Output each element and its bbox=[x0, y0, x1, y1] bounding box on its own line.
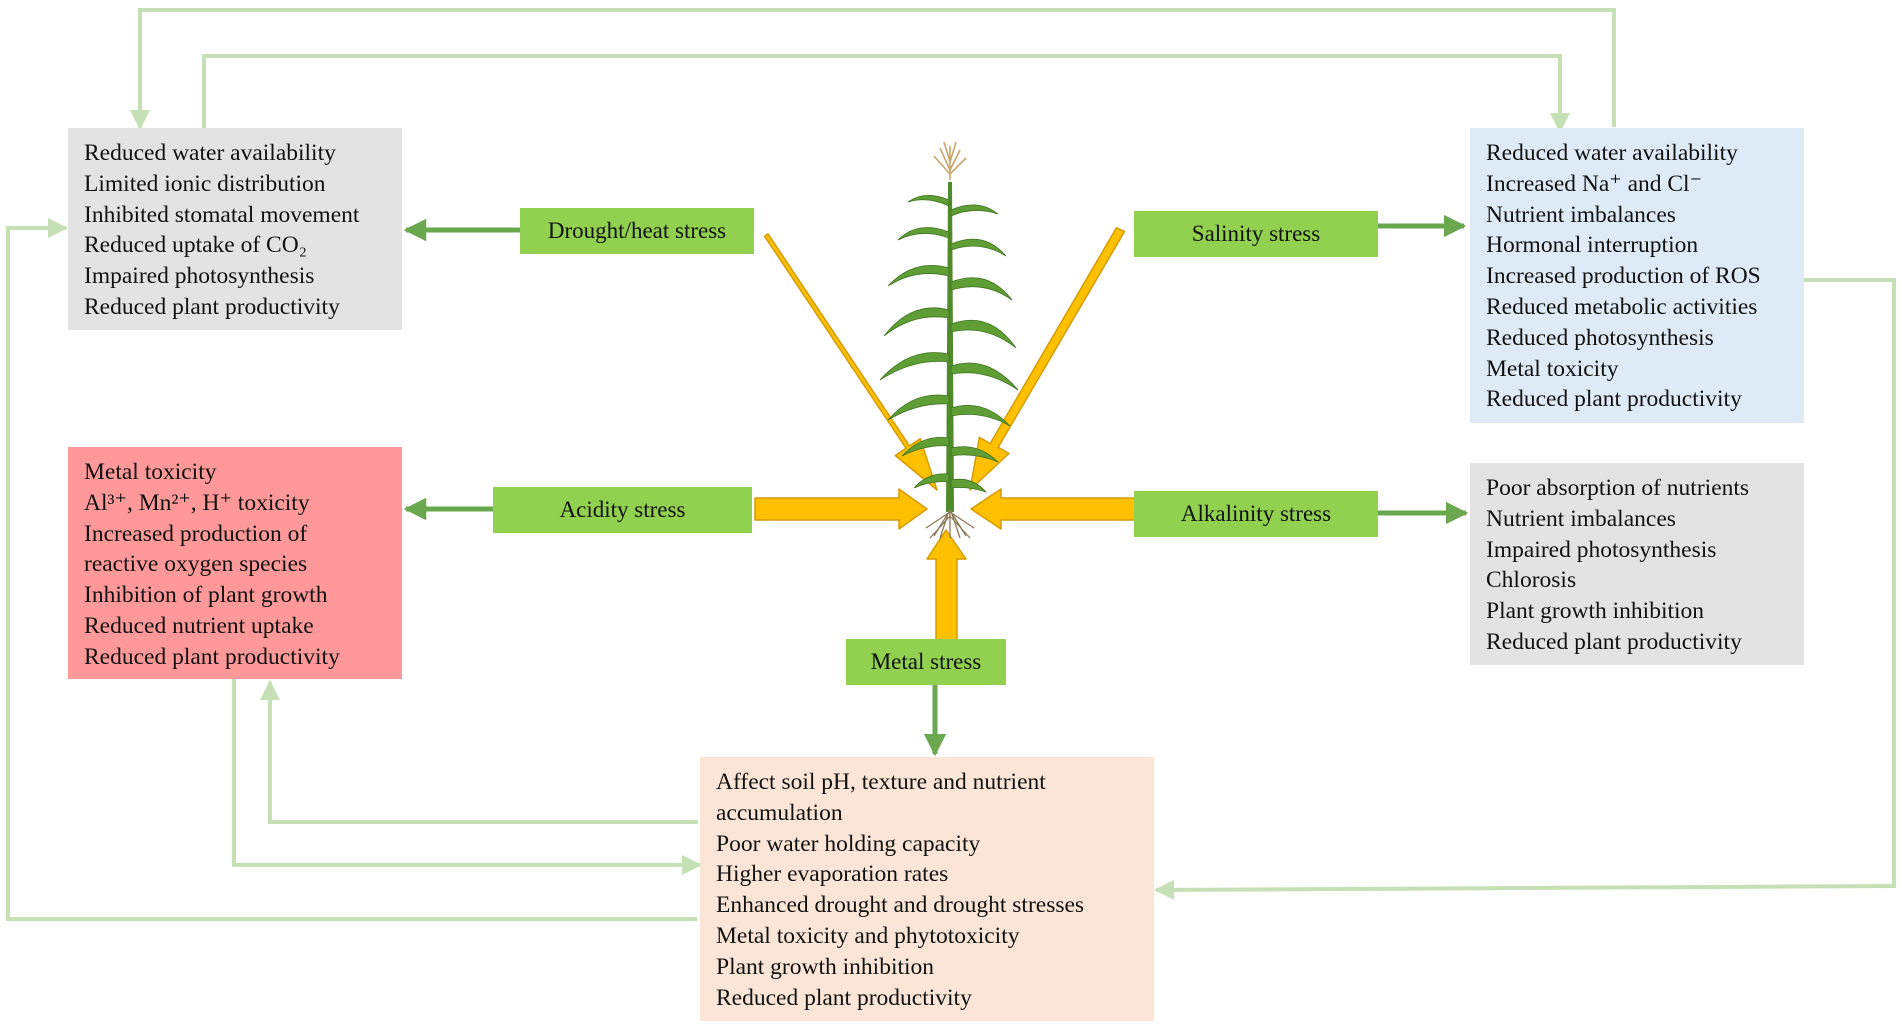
feedback-salinity-to-metal-box bbox=[1154, 278, 1896, 900]
feedback-loop-top-outer bbox=[130, 8, 1616, 130]
metal-stress-label: Metal stress bbox=[846, 639, 1006, 685]
effect-line: Reduced water availability bbox=[84, 140, 336, 166]
effect-line: Metal toxicity bbox=[84, 459, 217, 485]
effect-line: Reduced photosynthesis bbox=[1486, 324, 1714, 351]
effect-line: Nutrient imbalances bbox=[1486, 201, 1676, 228]
effect-line: Chlorosis bbox=[1486, 567, 1577, 594]
effect-line: Increased production of reactive oxygen … bbox=[84, 520, 308, 578]
feedback-acidity-to-metal-box bbox=[232, 679, 702, 875]
effect-line: Reduced plant productivity bbox=[716, 984, 972, 1011]
alkalinity-stress-label: Alkalinity stress bbox=[1134, 491, 1378, 537]
effect-line: Metal toxicity and phytotoxicity bbox=[716, 922, 1020, 949]
effect-line: Impaired photosynthesis bbox=[1486, 536, 1717, 563]
effect-line: Poor absorption of nutrients bbox=[1486, 475, 1750, 501]
big-arrow-alkalinity bbox=[970, 488, 1137, 530]
acidity-stress-label: Acidity stress bbox=[493, 487, 752, 533]
maize-plant-icon bbox=[879, 141, 1019, 539]
effect-line: Enhanced drought and drought stresses bbox=[716, 892, 1085, 919]
metal-effects-box: Affect soil pH, texture and nutrient acc… bbox=[700, 757, 1154, 1021]
effect-line: Increased production of ROS bbox=[1486, 263, 1761, 290]
effect-line: Al³⁺, Mn²⁺, H⁺ toxicity bbox=[84, 489, 310, 516]
acidity-effects-box: Metal toxicity Al³⁺, Mn²⁺, H⁺ toxicity I… bbox=[68, 447, 402, 679]
effect-line: Reduced metabolic activities bbox=[1486, 293, 1758, 320]
big-arrow-drought bbox=[763, 233, 938, 491]
effect-line: Reduced uptake of CO₂ bbox=[84, 232, 307, 259]
effect-line: Reduced water availability bbox=[1486, 140, 1738, 166]
effect-line: Reduced plant productivity bbox=[84, 643, 340, 670]
effect-line: Inhibition of plant growth bbox=[84, 582, 328, 609]
effect-line: Plant growth inhibition bbox=[1486, 598, 1705, 625]
effect-line: Inhibited stomatal movement bbox=[84, 201, 360, 228]
effect-line: Impaired photosynthesis bbox=[84, 263, 315, 290]
drought-stress-label: Drought/heat stress bbox=[520, 208, 754, 254]
salinity-effects-box: Reduced water availability Increased Na⁺… bbox=[1470, 128, 1804, 423]
big-arrow-acidity bbox=[754, 488, 928, 530]
effect-line: Poor water holding capacity bbox=[716, 830, 981, 857]
effect-line: Hormonal interruption bbox=[1486, 232, 1699, 259]
feedback-loop-top-inner bbox=[202, 54, 1570, 133]
effect-line: Limited ionic distribution bbox=[84, 170, 326, 197]
feedback-metal-box-to-drought bbox=[6, 218, 697, 921]
effect-line: Plant growth inhibition bbox=[716, 953, 935, 980]
big-arrow-metal bbox=[926, 529, 967, 645]
effect-line: Reduced plant productivity bbox=[1486, 386, 1742, 413]
effect-line: Nutrient imbalances bbox=[1486, 505, 1676, 532]
drought-effects-box: Reduced water availability Limited ionic… bbox=[68, 128, 402, 330]
effect-line: Increased Na⁺ and Cl⁻ bbox=[1486, 170, 1702, 197]
effect-line: Reduced nutrient uptake bbox=[84, 612, 314, 639]
effect-line: Higher evaporation rates bbox=[716, 861, 949, 888]
effect-line: Reduced plant productivity bbox=[1486, 628, 1742, 655]
alkalinity-effects-box: Poor absorption of nutrients Nutrient im… bbox=[1470, 463, 1804, 665]
effect-line: Affect soil pH, texture and nutrient acc… bbox=[716, 769, 1046, 826]
effect-line: Reduced plant productivity bbox=[84, 293, 340, 320]
feedback-metal-box-to-acidity bbox=[260, 680, 698, 824]
salinity-stress-label: Salinity stress bbox=[1134, 211, 1378, 257]
effect-line: Metal toxicity bbox=[1486, 355, 1619, 382]
